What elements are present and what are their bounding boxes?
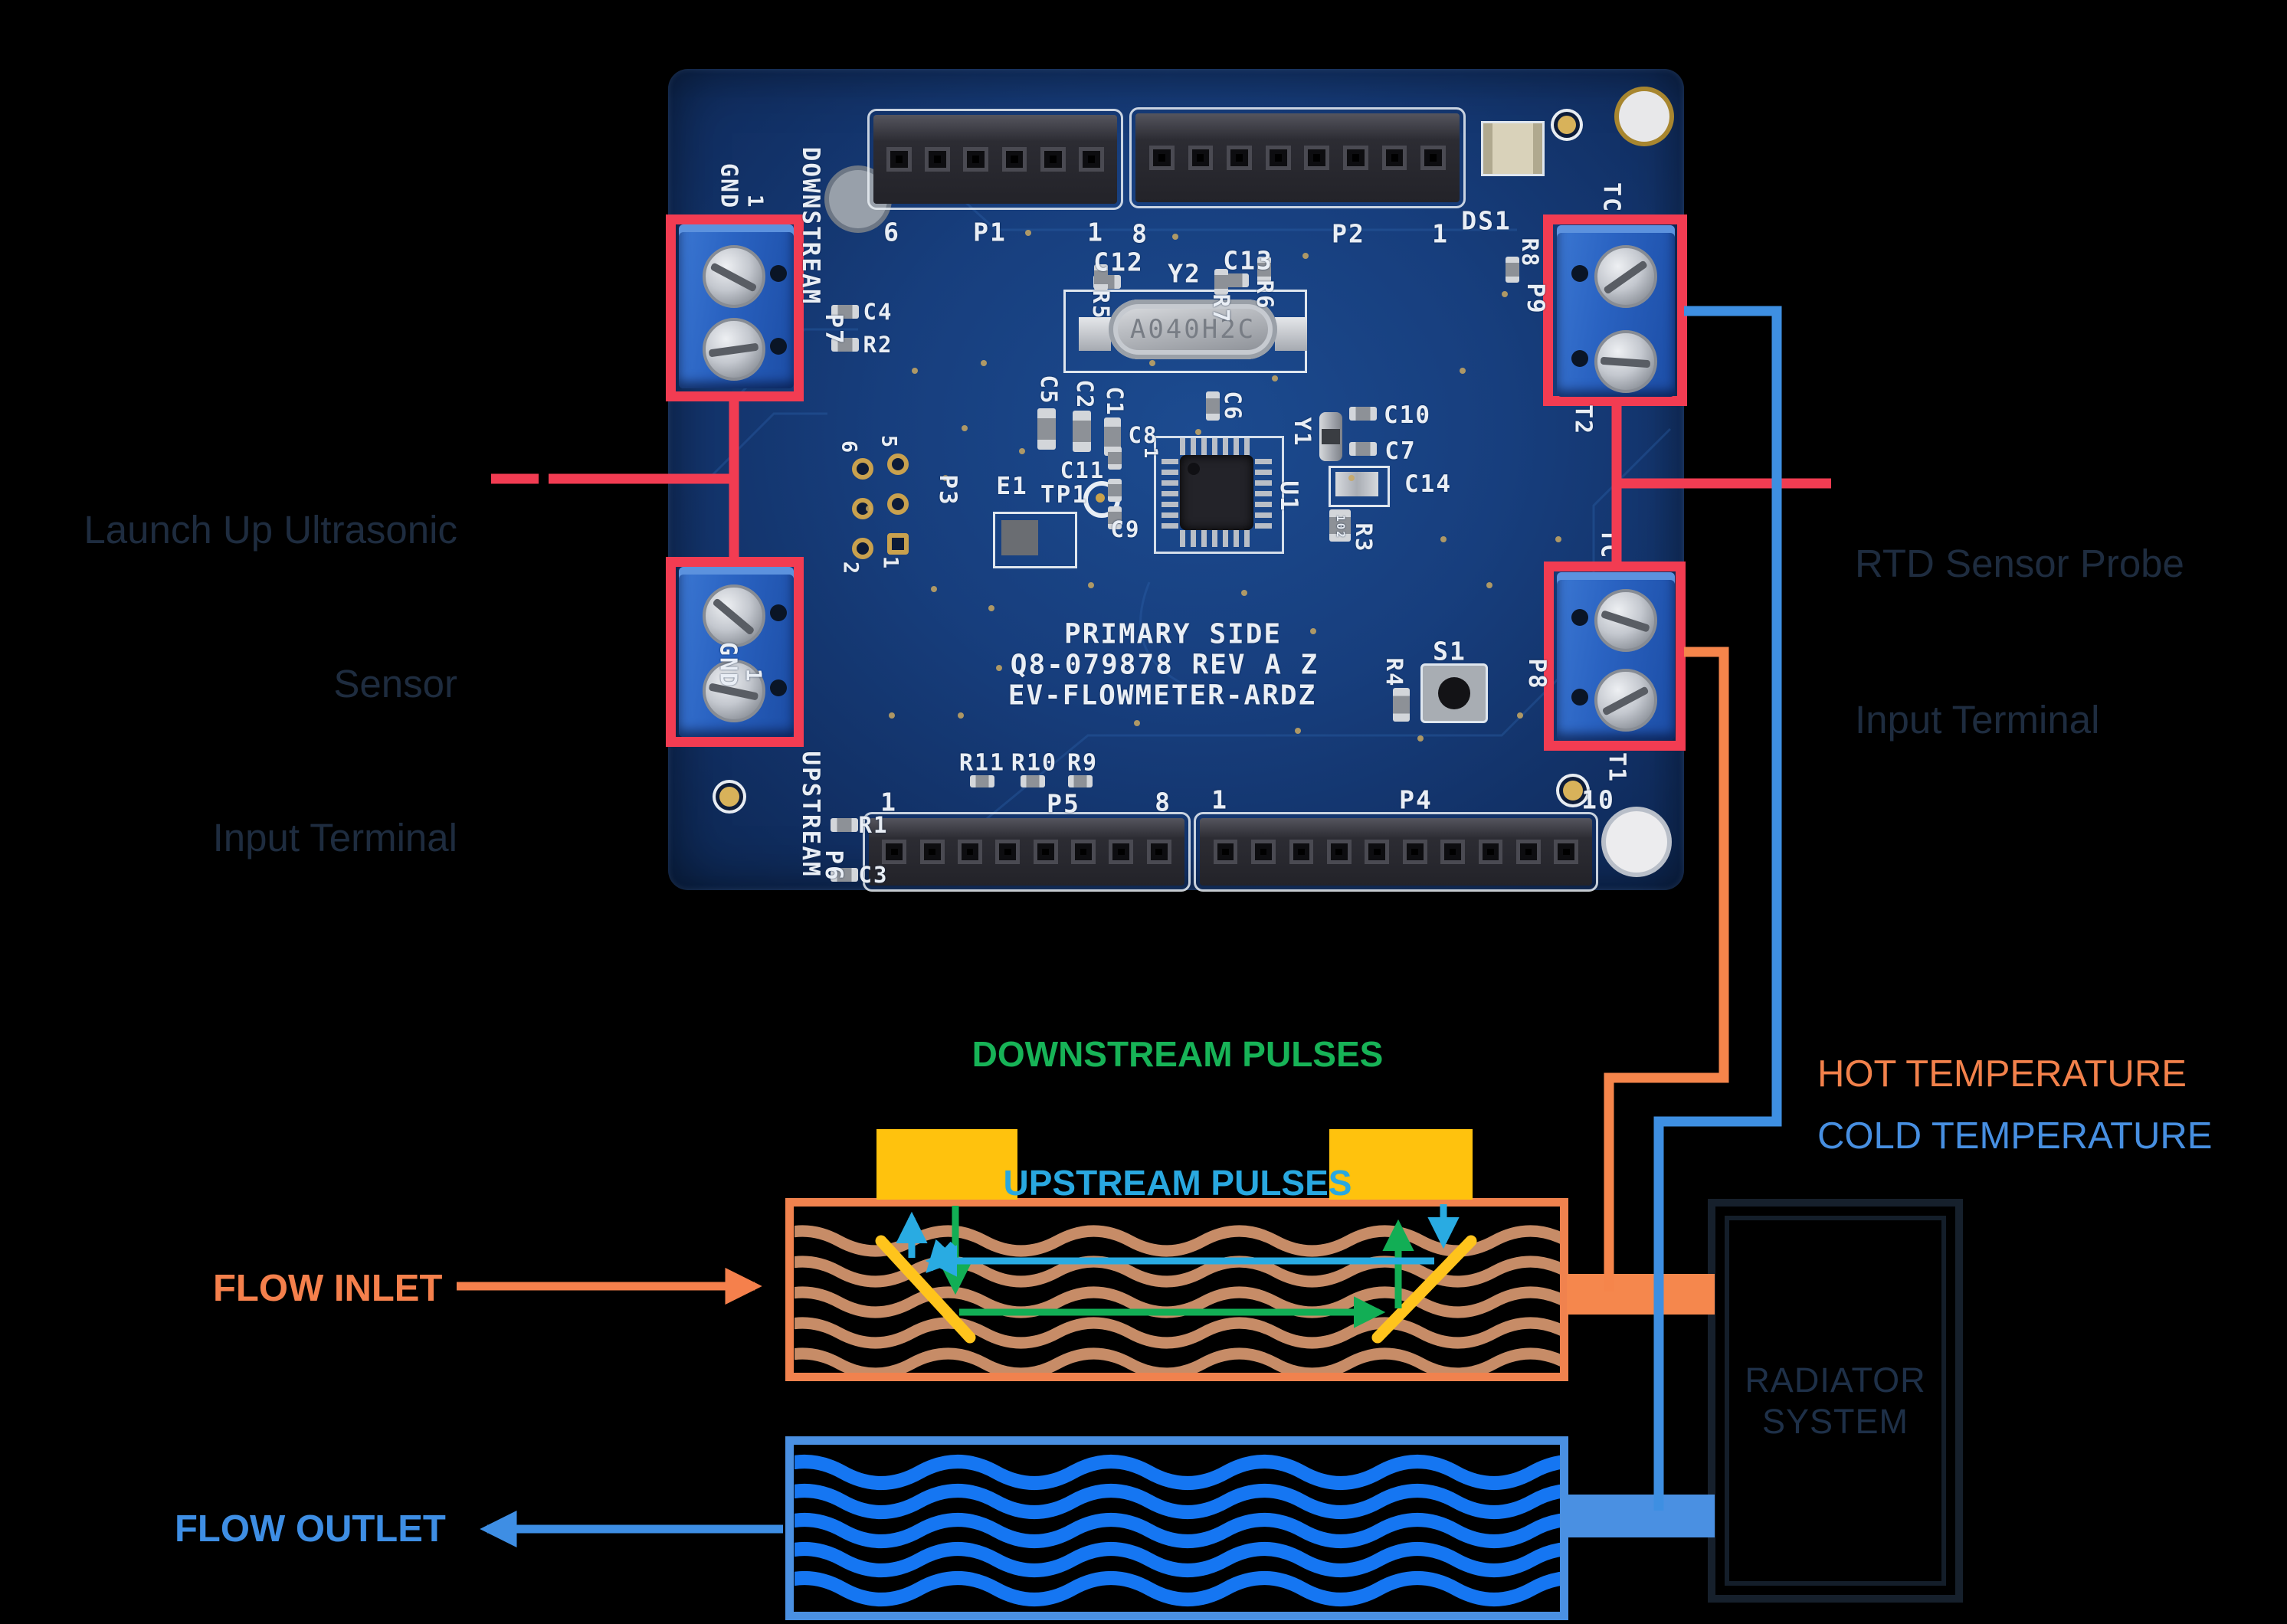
right-terminal-label-line2: Input Terminal [1855,698,2100,742]
left-terminal-label-line1: Launch Up Ultrasonic [84,508,457,552]
cold-water-pipe [785,1436,1568,1620]
ultrasonic-transducer-left [876,1129,1017,1200]
radiator-label-line1: RADIATOR [1745,1360,1926,1400]
flow-outlet-label: FLOW OUTLET [175,1508,446,1550]
radiator-label-line2: SYSTEM [1761,1401,1909,1441]
right-terminal-label-line1: RTD Sensor Probe [1855,542,2184,585]
cold-stub [1567,1495,1715,1537]
ultrasonic-transducer-right [1329,1129,1473,1200]
left-terminal-label: Launch Up Ultrasonic Sensor Input Termin… [77,401,457,966]
upstream-pulses-label: UPSTREAM PULSES [1003,1163,1352,1203]
flow-inlet-label: FLOW INLET [213,1268,443,1309]
hot-temperature-label: HOT TEMPERATURE [1817,1053,2187,1095]
downstream-pulses-label: DOWNSTREAM PULSES [971,1034,1384,1074]
radiator-inner-frame: RADIATOR SYSTEM [1725,1216,1946,1586]
left-terminal-label-line3: Input Terminal [212,816,457,859]
radiator-system-box: RADIATOR SYSTEM [1708,1199,1963,1603]
left-terminal-label-line2: Sensor [333,662,457,706]
right-terminal-label: RTD Sensor Probe Input Terminal [1855,434,2253,850]
pcb-board [668,69,1684,890]
cold-temperature-label: COLD TEMPERATURE [1817,1115,2213,1157]
hot-stub [1567,1274,1715,1315]
pulses-legend: DOWNSTREAM PULSES UPSTREAM PULSES [833,947,1522,1290]
